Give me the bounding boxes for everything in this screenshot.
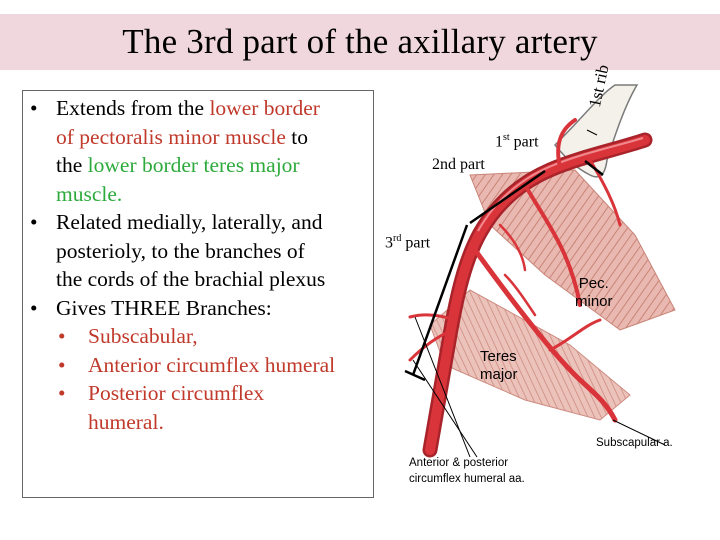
page-title: The 3rd part of the axillary artery (122, 22, 598, 61)
label-third-part-sup: rd (393, 233, 402, 244)
text-lower-border: lower border (209, 96, 320, 120)
small-branch-1 (503, 273, 537, 317)
circumflex-leader-1 (414, 316, 471, 458)
label-first-part: 1st part (495, 132, 539, 151)
circumflex-leader-2 (412, 359, 478, 458)
circumflex-scapular-branch (548, 318, 602, 352)
thoracoacromial-branch (556, 118, 577, 169)
bullet-extends: • Extends from the lower border of pecto… (30, 94, 370, 208)
first-part-marker (584, 160, 604, 176)
bullet-box (22, 90, 374, 498)
label-circumflex-line-2: circumflex humeral aa. (409, 473, 525, 485)
bullet-dot: • (30, 210, 38, 234)
bullet-dot: • (30, 96, 38, 120)
label-third-part-word: part (401, 234, 431, 252)
label-third-part-number: 3 (385, 234, 393, 252)
text-posterior-circumflex: Posterior circumflex (88, 381, 265, 405)
bullet-related: • Related medially, laterally, and poste… (30, 208, 370, 294)
label-first-part-word: part (509, 133, 539, 151)
text-humeral: humeral. (88, 409, 164, 434)
label-subscapular: Subscapular a. (596, 437, 673, 449)
bullet-dot: • (30, 295, 38, 320)
text-the: the (56, 153, 88, 177)
third-part-marker (411, 224, 469, 376)
third-part-end-tick (404, 369, 426, 382)
pectoralis-minor-muscle (469, 169, 676, 331)
label-minor: minor (575, 293, 613, 310)
label-circumflex-humeral: Anterior & posterior circumflex humeral a… (409, 455, 525, 487)
subscapular-leader (612, 419, 666, 446)
text-lower-border-teres-major: lower border teres major (87, 153, 300, 177)
lateral-thoracic-branch (523, 183, 582, 307)
sub-bullet-dot: • (58, 324, 66, 348)
bullet-list: • Extends from the lower border of pecto… (30, 94, 370, 436)
text-related-2: posterioly, to the branches of (56, 238, 305, 263)
small-branch-2 (498, 223, 527, 272)
text-gives-three: Gives THREE Branches: (56, 295, 272, 320)
label-third-part: 3rd part (385, 233, 430, 252)
bullet-branches: • Gives THREE Branches: (30, 294, 370, 323)
subscapular-artery (472, 247, 618, 423)
sub-bullet-anterior-circumflex: • Anterior circumflex humeral (30, 351, 370, 380)
text-pectoralis-minor: of pectoralis minor muscle (56, 124, 286, 149)
sub-bullet-dot: • (58, 381, 66, 405)
anterior-circumflex-humeral (408, 313, 457, 322)
text-subscabular: Subscabular, (88, 324, 198, 348)
label-major: major (480, 366, 518, 383)
text-to: to (285, 124, 308, 149)
axillary-artery-highlight (425, 135, 650, 455)
text-related-3: the cords of the brachial plexus (56, 267, 326, 291)
label-pec: Pec. (578, 275, 609, 292)
posterior-circumflex-humeral (408, 328, 455, 362)
text-muscle: muscle. (56, 181, 123, 206)
text-extends-from: Extends from the (56, 96, 210, 120)
teres-major-muscle (429, 289, 631, 421)
label-first-part-number: 1 (495, 133, 503, 151)
text-related-1: Related medially, laterally, and (56, 210, 323, 234)
rib-leader (586, 129, 598, 136)
sub-bullet-dot: • (58, 352, 66, 377)
text-anterior-circumflex: Anterior circumflex humeral (88, 352, 336, 377)
label-pec-minor: Pec.minor (575, 275, 613, 311)
axillary-artery-diagram: 1st rib 1st part 2nd part 3rd part Pec.m… (375, 63, 720, 495)
second-part-marker (469, 169, 546, 225)
sub-bullet-posterior-circumflex: • Posterior circumflex humeral. (30, 379, 370, 436)
label-circumflex-line-1: Anterior & posterior (409, 457, 509, 469)
diagram-svg (404, 84, 676, 458)
label-second-part: 2nd part (432, 156, 485, 173)
label-teres: Teres (480, 348, 517, 365)
sub-bullet-subscapular: • Subscabular, (30, 322, 370, 351)
title-bar (0, 14, 720, 70)
label-first-part-sup: st (503, 132, 510, 143)
